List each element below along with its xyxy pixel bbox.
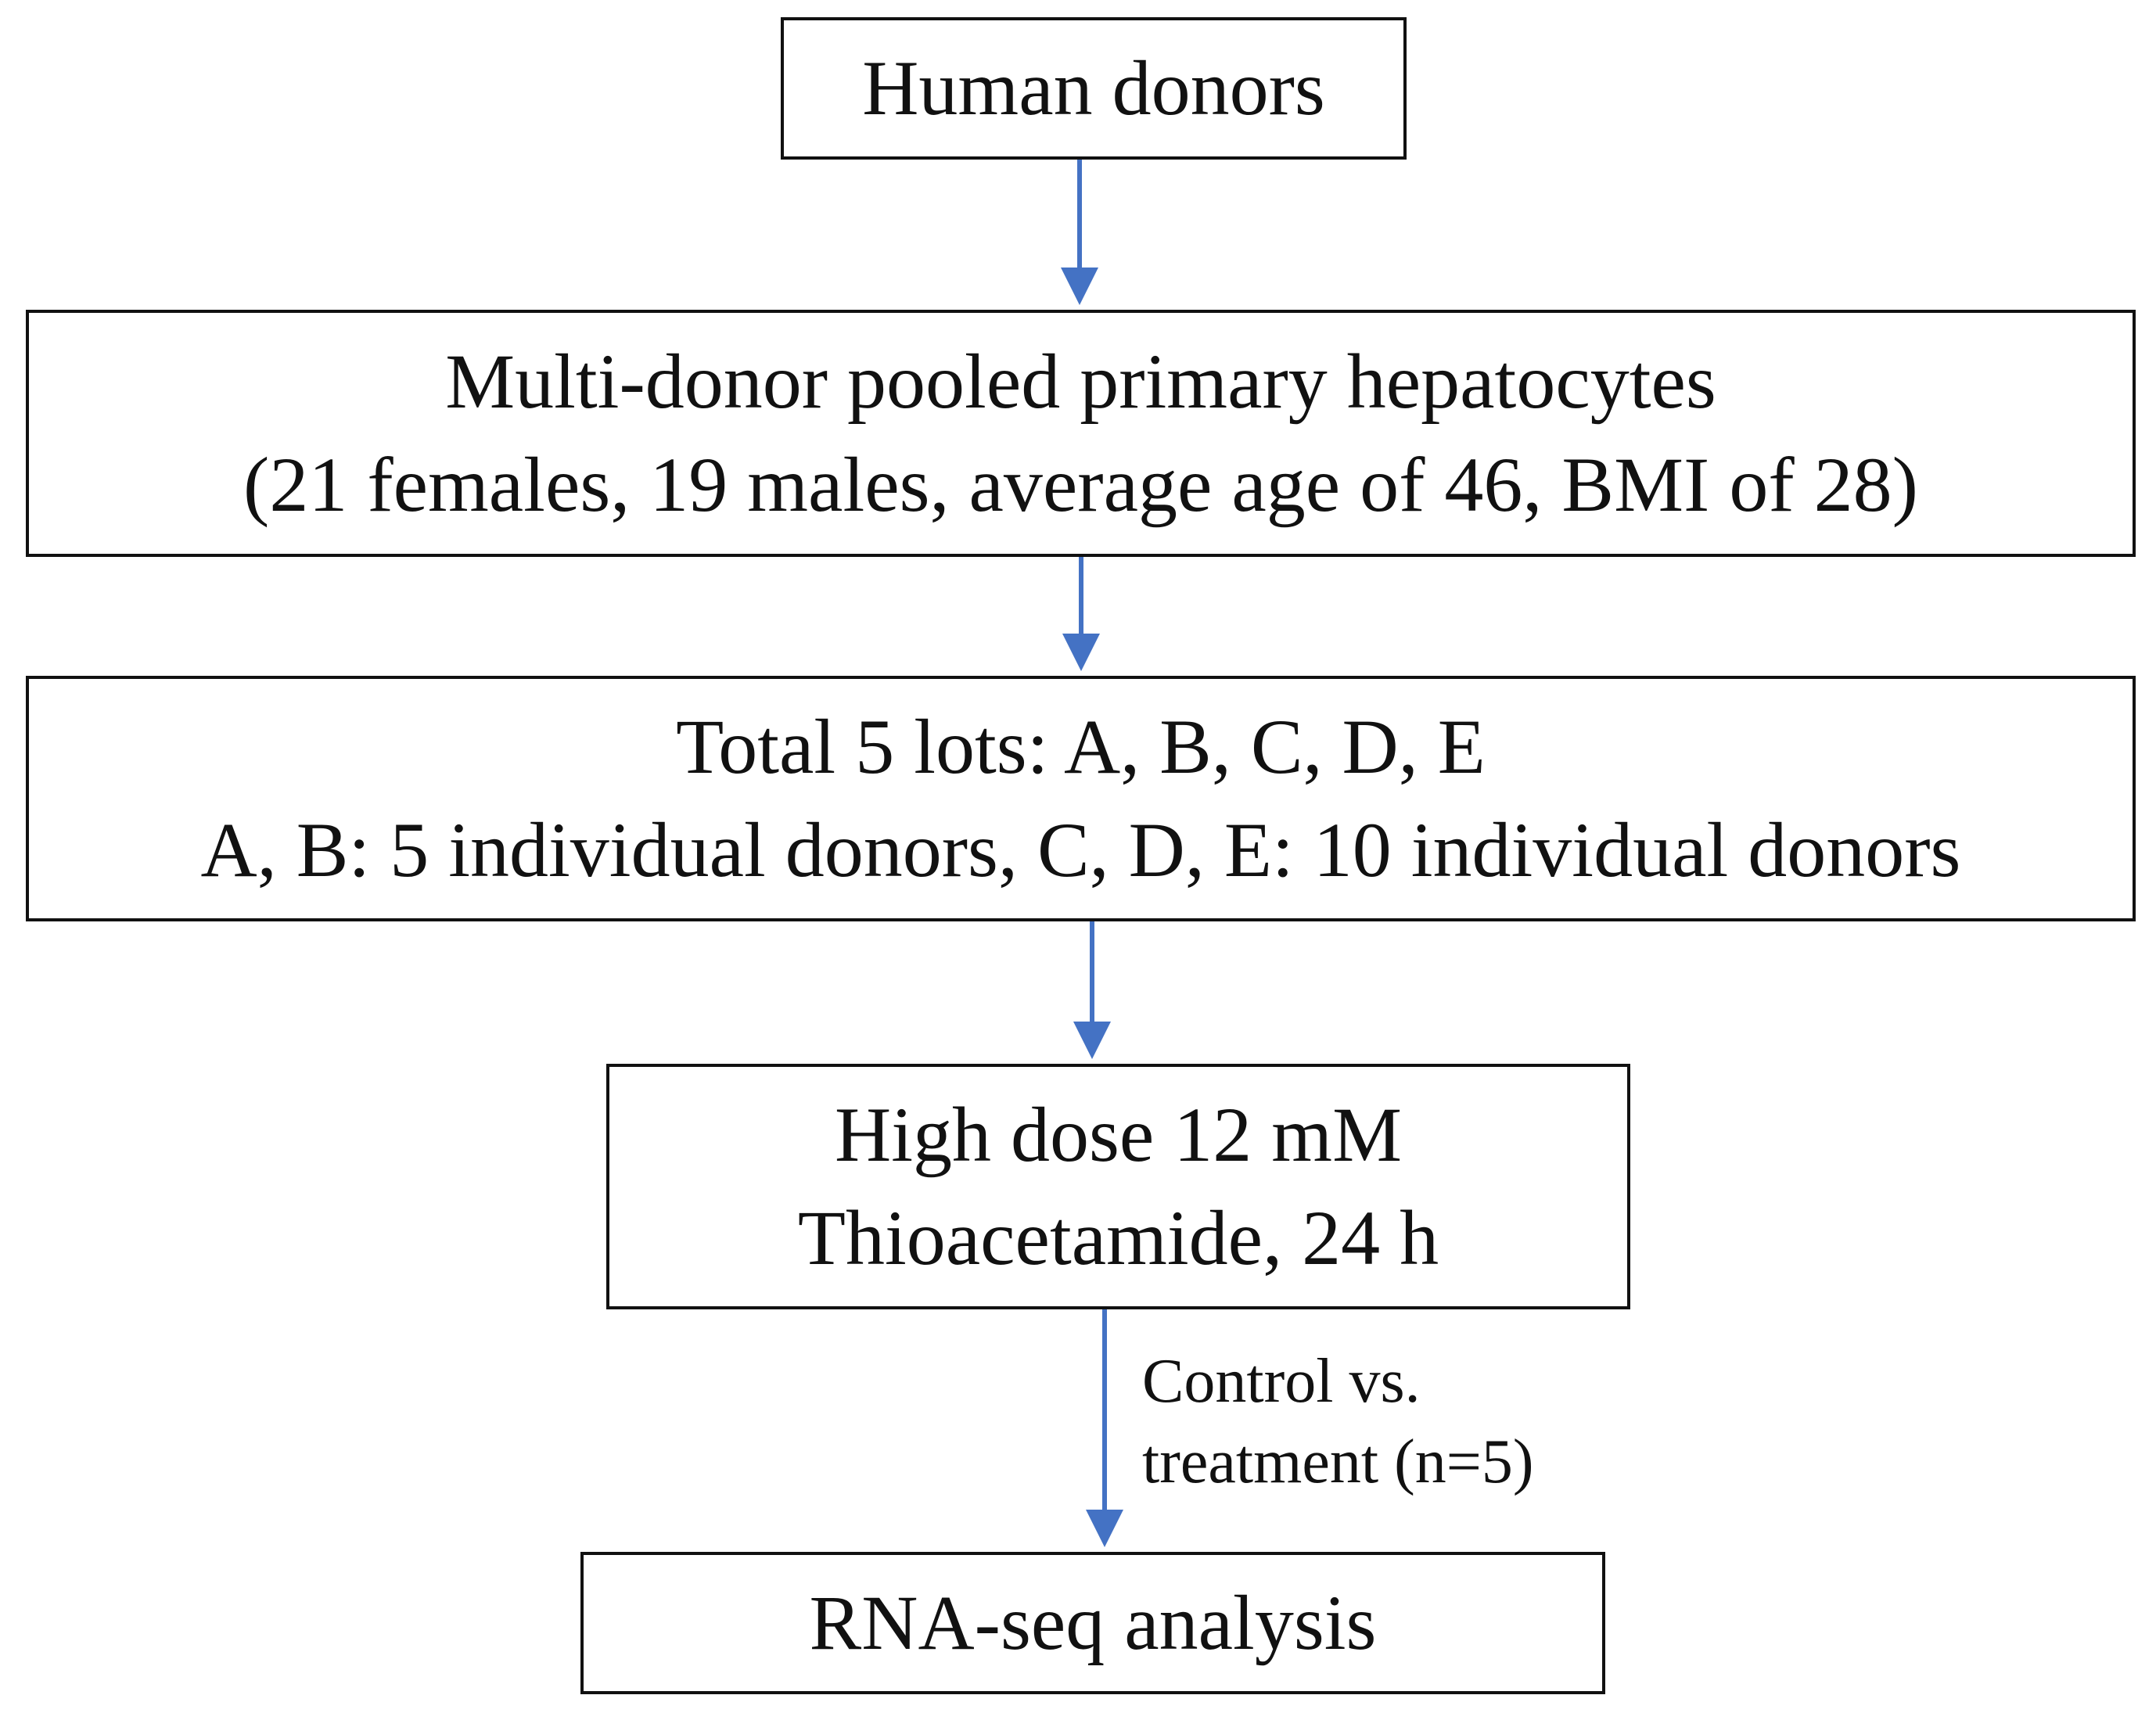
node-treatment-dose: High dose 12 mM Thioacetamide, 24 h	[606, 1064, 1630, 1309]
node-human-donors-text: Human donors	[862, 45, 1325, 131]
node-pooled-hepatocytes-title: Multi-donor pooled primary hepatocytes	[445, 338, 1716, 425]
edge-label-control-vs-treatment: Control vs. treatment (n=5)	[1142, 1341, 1533, 1503]
node-pooled-hepatocytes-details: (21 females, 19 males, average age of 46…	[243, 441, 1918, 528]
node-human-donors: Human donors	[781, 17, 1407, 160]
node-lots-title: Total 5 lots: A, B, C, D, E	[676, 703, 1486, 790]
node-pooled-hepatocytes: Multi-donor pooled primary hepatocytes (…	[26, 310, 2136, 557]
node-rna-seq-analysis-text: RNA-seq analysis	[809, 1579, 1377, 1666]
node-treatment-dose-line-2: Thioacetamide, 24 h	[797, 1194, 1439, 1281]
node-lots-details: A, B: 5 individual donors, C, D, E: 10 i…	[200, 806, 1961, 893]
node-treatment-dose-line-1: High dose 12 mM	[835, 1091, 1402, 1178]
node-lots: Total 5 lots: A, B, C, D, E A, B: 5 indi…	[26, 676, 2136, 921]
edge-label-line-2: treatment (n=5)	[1142, 1428, 1534, 1496]
edge-label-line-1: Control vs.	[1142, 1347, 1421, 1416]
node-rna-seq-analysis: RNA-seq analysis	[580, 1552, 1605, 1694]
